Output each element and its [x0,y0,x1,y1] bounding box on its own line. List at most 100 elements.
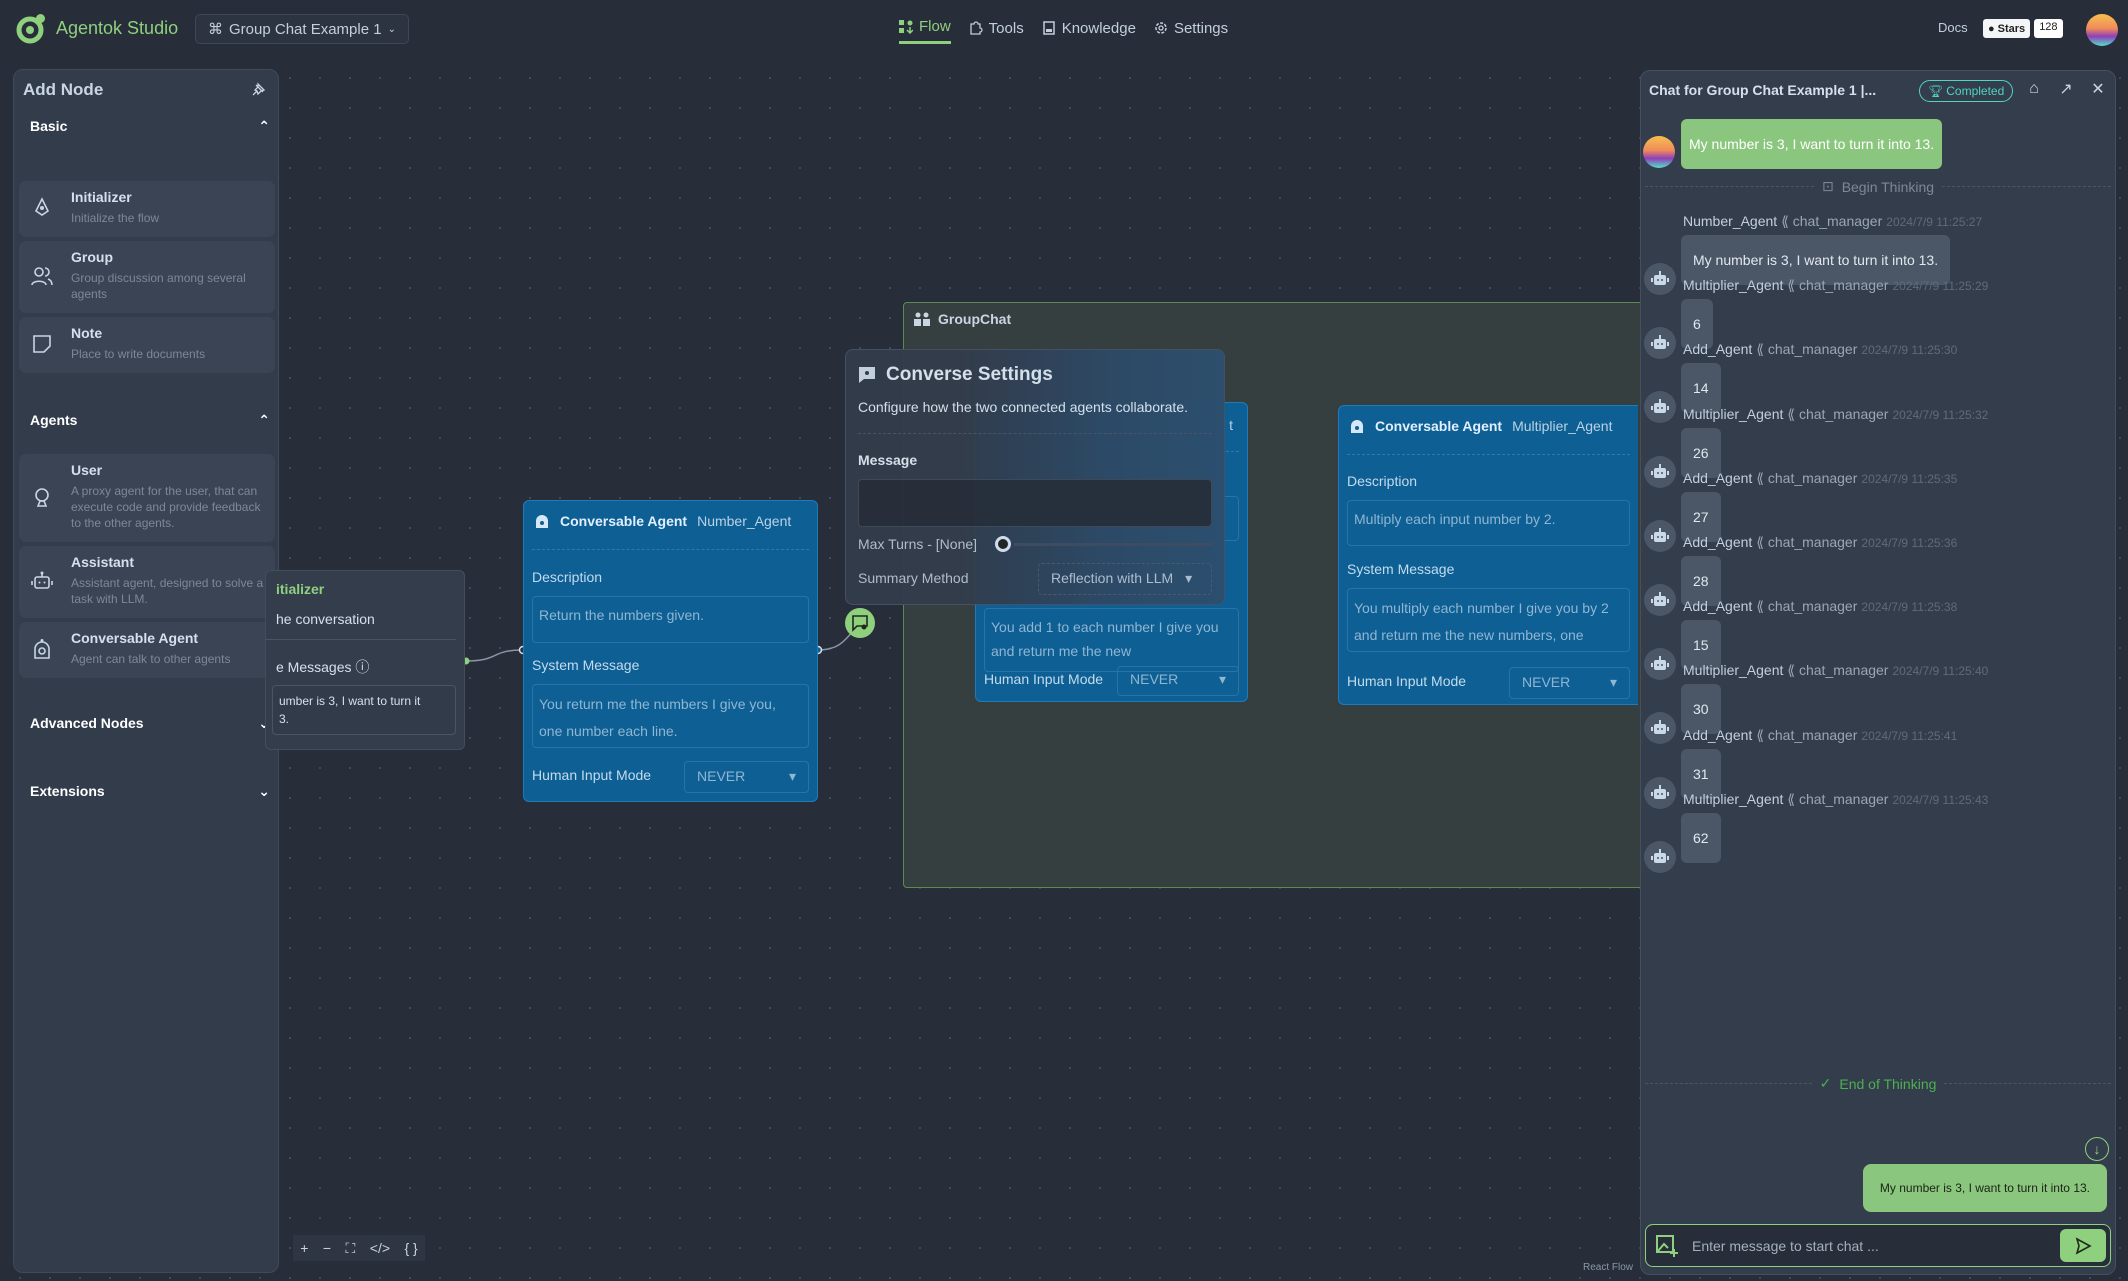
section-basic-label: Basic [30,118,68,134]
node-desc: Initialize the flow [71,211,160,225]
scroll-to-bottom-button[interactable]: ↓ [2085,1137,2109,1161]
node-initializer[interactable]: Initializer Initialize the flow [19,181,275,237]
pin-icon[interactable] [250,82,266,98]
tab-flow[interactable]: Flow [899,18,951,44]
open-external-icon[interactable]: ↗ [2059,81,2073,98]
section-basic[interactable]: Basic ⌃ [30,118,270,135]
canvas-controls: + − ⛶ </> { } [293,1235,425,1261]
agent-avatar [1644,263,1676,295]
human-input-select[interactable]: NEVER ▾ [684,761,809,793]
multiplier-agent-node[interactable]: Conversable Agent Multiplier_Agent Descr… [1338,405,1638,705]
user-avatar[interactable] [2086,14,2118,46]
end-thinking-label: End of Thinking [1839,1075,1937,1092]
caret-down-icon: ▾ [1609,674,1617,690]
tab-flow-label: Flow [919,18,951,35]
node-note[interactable]: Note Place to write documents [19,317,275,373]
number-agent-node[interactable]: Conversable Agent Number_Agent Descripti… [523,500,818,802]
description-label: Description [1347,473,1418,489]
zoom-out-icon[interactable]: − [322,1240,332,1256]
system-message-input[interactable]: You return me the numbers I give you, on… [532,684,809,748]
node-desc: Place to write documents [71,347,206,361]
agent-avatar [1644,455,1676,488]
node-header: Conversable Agent Number_Agent [534,513,807,529]
node-name: t [1229,417,1233,433]
megaphone-icon: ⟪ [1787,790,1796,807]
chevron-up-icon: ⌃ [258,412,270,428]
megaphone-icon: ⟪ [1756,726,1764,743]
note-icon [33,335,51,353]
sample-message-chip[interactable]: My number is 3, I want to turn it into 1… [1862,1164,2107,1212]
node-title: Assistant [71,554,135,570]
github-stars-button[interactable]: ● Stars [1983,19,2031,38]
system-message-input[interactable]: You add 1 to each number I give you and … [984,608,1239,672]
robot-icon [1651,527,1669,542]
chevron-down-icon: ⌄ [258,783,270,799]
node-header: Conversable Agent Multiplier_Agent [1349,418,1628,434]
agent-avatar [1644,327,1676,360]
check-circle-icon: ✓ [1819,1075,1832,1091]
app-logo[interactable]: Agentok Studio [16,12,178,44]
group-icon [914,312,930,326]
divider [266,639,456,640]
tab-knowledge[interactable]: Knowledge [1042,18,1136,44]
message-input[interactable] [858,479,1212,527]
flow-icon [899,19,913,34]
message-bubble: 30 [1681,684,1721,735]
user-avatar [1643,136,1675,168]
tab-tools[interactable]: Tools [969,18,1024,44]
node-conversable-agent[interactable]: Conversable Agent Agent can talk to othe… [19,622,275,678]
initializer-node[interactable]: itializer he conversation e Messages ⓘ u… [265,570,465,750]
fit-view-icon[interactable]: ⛶ [345,1239,356,1256]
megaphone-icon: ⟪ [1756,598,1764,615]
docs-link[interactable]: Docs [1938,20,1968,35]
section-extensions[interactable]: Extensions ⌄ [30,783,270,800]
clear-chat-icon[interactable]: ⌂ [2029,80,2039,97]
section-advanced-nodes[interactable]: Advanced Nodes ⌄ [30,715,270,732]
node-user[interactable]: User A proxy agent for the user, that ca… [19,454,275,542]
max-turns-slider-track[interactable] [1014,543,1212,546]
chat-title: Chat for Group Chat Example 1 |... [1649,82,1877,98]
human-input-select[interactable]: NEVER ▾ [1509,667,1630,699]
robot-icon [1651,848,1669,863]
react-flow-attribution[interactable]: React Flow [1583,1262,1634,1273]
github-stars[interactable]: ● Stars 128 [1983,19,2063,38]
max-turns-slider-handle[interactable] [995,536,1011,552]
send-button[interactable] [2060,1229,2106,1262]
initializer-message-input[interactable]: umber is 3, I want to turn it 3. [272,685,456,735]
edge-settings-button[interactable] [845,608,875,638]
robot-icon [1651,784,1669,799]
human-input-label: Human Input Mode [1347,673,1467,689]
node-group[interactable]: Group Group discussion among several age… [19,241,275,313]
project-selector[interactable]: ⌘ Group Chat Example 1 ⌄ [195,14,409,44]
message-timestamp: 2024/7/9 11:25:38 [1861,600,1958,615]
add-node-panel: Add Node Basic ⌃ Initializer Initialize … [13,69,279,1273]
sender-name: Add_Agent [1683,341,1753,358]
zoom-in-icon[interactable]: + [300,1240,309,1256]
section-extensions-label: Extensions [30,783,105,799]
tab-settings[interactable]: Settings [1154,18,1228,44]
description-input[interactable]: Return the numbers given. [532,596,809,643]
section-agents[interactable]: Agents ⌃ [30,412,270,429]
trophy-icon: 🏆︎ [1928,84,1944,98]
human-input-select[interactable]: NEVER ▾ [1117,666,1239,696]
sender-name: Add_Agent [1683,726,1753,743]
json-icon[interactable]: { } [404,1240,418,1256]
help-icon[interactable]: ⓘ [355,659,370,675]
summary-method-select[interactable]: Reflection with LLM ▾ [1038,563,1212,595]
message-timestamp: 2024/7/9 11:25:32 [1892,407,1989,422]
sender-name: Add_Agent [1683,598,1753,615]
human-input-label: Human Input Mode [532,767,652,783]
node-assistant[interactable]: Assistant Assistant agent, designed to s… [19,546,275,618]
system-message-input[interactable]: You multiply each number I give you by 2… [1347,588,1630,652]
code-icon[interactable]: </> [369,1240,391,1256]
chat-input[interactable] [1692,1233,2042,1259]
conversable-agent-icon [1351,420,1363,433]
receiver-name: chat_manager [1767,598,1858,615]
caret-down-icon: ▾ [1218,671,1226,687]
pin-icon[interactable]: ✕ [2091,81,2105,98]
add-image-icon[interactable] [1656,1235,1678,1257]
groupchat-header: GroupChat [914,311,1011,327]
message-bubble: 15 [1681,620,1721,671]
description-input[interactable]: Multiply each input number by 2. [1347,500,1630,546]
